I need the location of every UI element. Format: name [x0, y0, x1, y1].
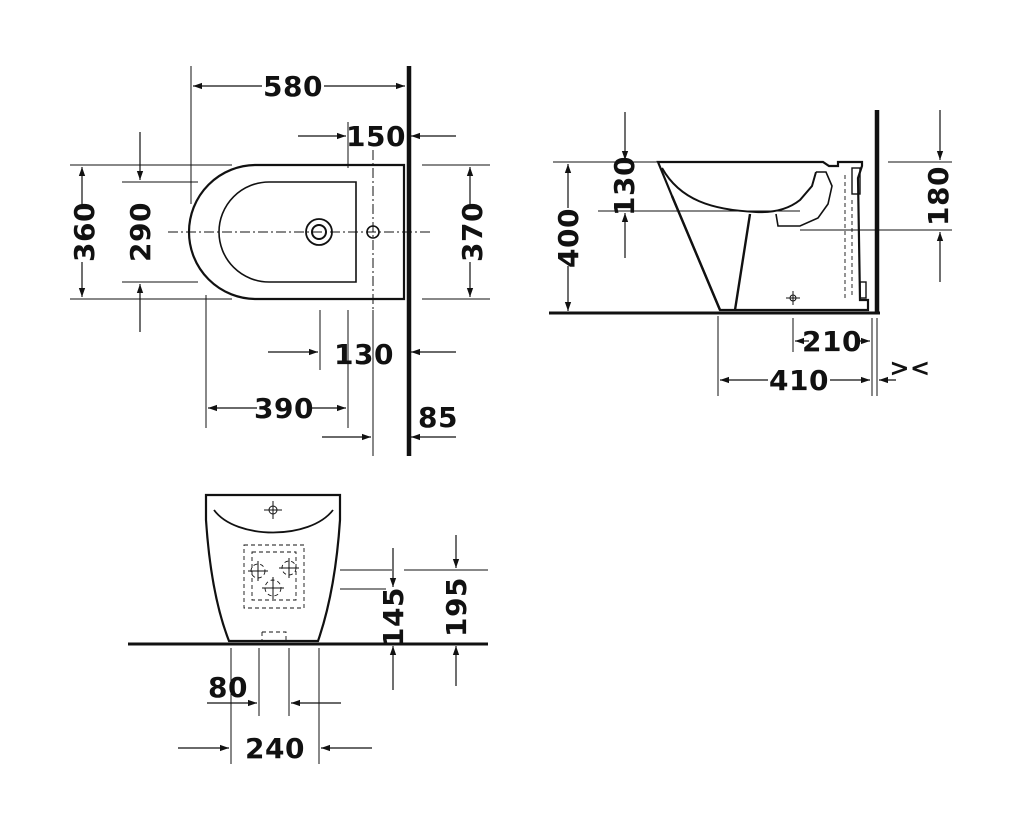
front-hidden-trap	[243, 544, 305, 641]
side-body-outline	[656, 160, 870, 312]
dim-outlet-offset: 80	[208, 671, 248, 704]
side-hidden-pipe	[844, 175, 853, 300]
front-tap-crosshair	[264, 501, 282, 519]
dim-foot-width: 240	[245, 732, 305, 765]
dim-overall-height: 400	[552, 208, 585, 268]
side-foot-pad	[859, 281, 867, 299]
dim-fixing-offset: 130	[334, 338, 394, 371]
dim-overall-depth: 580	[263, 70, 323, 103]
front-inlet-right-crosshair	[279, 558, 299, 578]
front-inlet-left-crosshair	[248, 561, 268, 581]
side-bowl-inner	[661, 167, 817, 214]
drain-outlet	[305, 218, 333, 246]
side-pedestal-front	[670, 195, 722, 311]
front-outlet-crosshair	[262, 577, 284, 599]
side-rim-detail	[775, 171, 833, 227]
bowl-inner-outline	[218, 181, 357, 283]
front-view: 145 195 80 240	[128, 493, 488, 765]
side-inlet-crosshair	[786, 291, 800, 305]
top-view: 580 150 360 290 370 130 390 85	[68, 66, 490, 456]
side-connection-block	[851, 167, 861, 195]
dim-inlet-height: 145	[377, 587, 410, 647]
dim-wall-gap: 85	[418, 401, 458, 434]
dim-outlet-distance: 390	[254, 392, 314, 425]
side-view: 130 400 180 210 410 ><	[549, 110, 955, 397]
tap-hole	[366, 225, 380, 239]
front-body-outline	[204, 493, 342, 643]
front-bowl-curve	[213, 509, 334, 534]
dim-outlet-from-wall: 210	[802, 325, 862, 358]
dim-outlet-height: 195	[440, 577, 473, 637]
dim-fixing-spacing: 370	[456, 202, 489, 262]
drain-outlet-inner	[311, 224, 327, 240]
dim-seat-drop: 130	[608, 156, 641, 216]
dim-inner-width: 290	[124, 202, 157, 262]
side-pedestal-back	[733, 213, 752, 311]
variable-distance-symbol: ><	[889, 354, 930, 382]
dim-connection-height: 180	[922, 166, 955, 226]
dim-foot-from-wall: 410	[769, 364, 829, 397]
dim-overall-width: 360	[68, 202, 101, 262]
dim-tap-hole-offset: 150	[346, 120, 406, 153]
